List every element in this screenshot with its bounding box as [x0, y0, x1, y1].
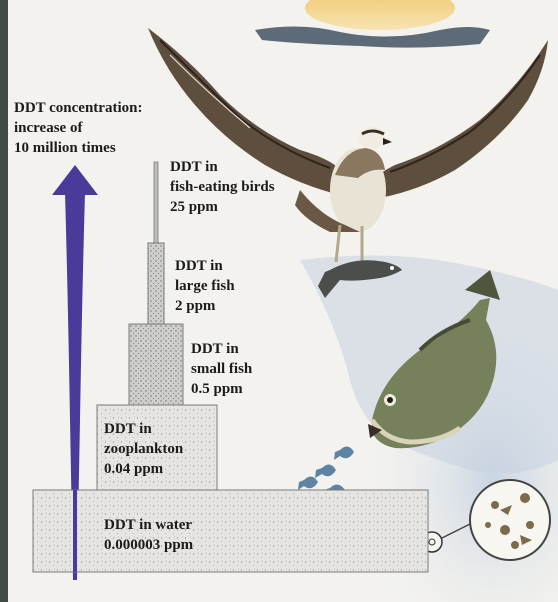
concentration-heading: DDT concentration: increase of 10 millio… — [14, 98, 142, 158]
small-fish-level-block — [129, 324, 183, 405]
label-water: DDT in water 0.000003 ppm — [104, 515, 193, 555]
heading-line-2: increase of — [14, 118, 142, 138]
heading-line-1: DDT concentration: — [14, 98, 142, 118]
label-line-1: DDT in — [170, 157, 275, 177]
label-line-2: large fish — [175, 276, 235, 296]
page-edge-shadow — [0, 0, 8, 602]
label-zooplankton: DDT in zooplankton 0.04 ppm — [104, 419, 183, 479]
label-line-1: DDT in — [191, 339, 252, 359]
label-line-1: DDT in water — [104, 515, 193, 535]
label-line-2: fish-eating birds — [170, 177, 275, 197]
arrow-stem-lower — [73, 490, 77, 572]
label-line-2: 0.000003 ppm — [104, 535, 193, 555]
large-fish-level-block — [148, 243, 164, 324]
label-line-2: zooplankton — [104, 439, 183, 459]
label-line-3: 2 ppm — [175, 296, 235, 316]
heading-line-3: 10 million times — [14, 138, 142, 158]
label-line-3: 25 ppm — [170, 197, 275, 217]
label-small-fish: DDT in small fish 0.5 ppm — [191, 339, 252, 399]
label-fish-eating-birds: DDT in fish-eating birds 25 ppm — [170, 157, 275, 217]
label-line-1: DDT in — [175, 256, 235, 276]
label-line-2: small fish — [191, 359, 252, 379]
label-large-fish: DDT in large fish 2 ppm — [175, 256, 235, 316]
water-level-block — [33, 490, 428, 572]
label-line-3: 0.5 ppm — [191, 379, 252, 399]
label-line-1: DDT in — [104, 419, 183, 439]
label-line-3: 0.04 ppm — [104, 459, 183, 479]
birds-level-bar — [154, 162, 158, 243]
